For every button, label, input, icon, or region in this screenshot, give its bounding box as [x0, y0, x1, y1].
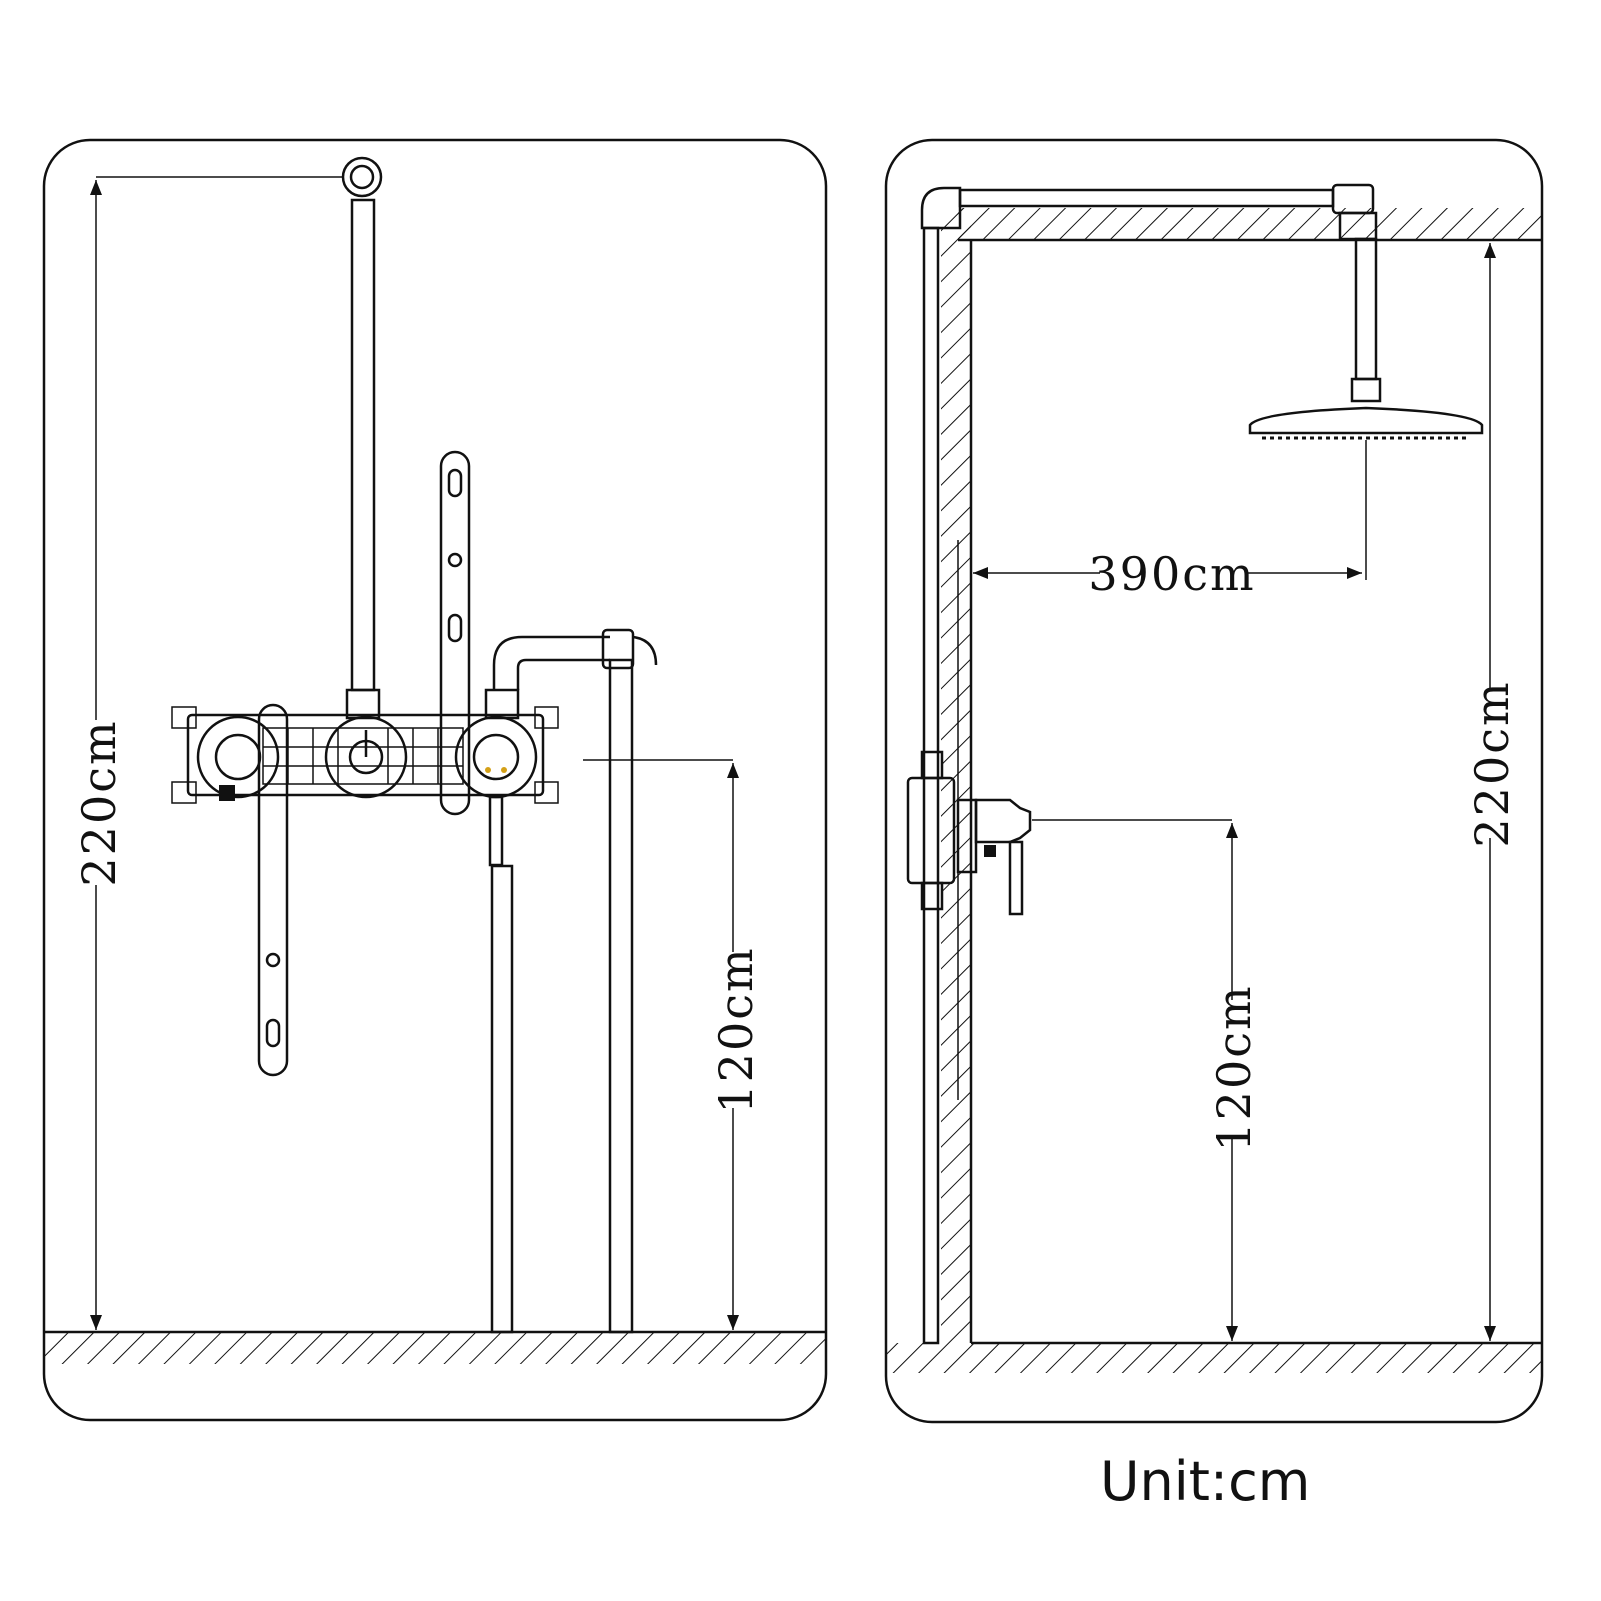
mounting-bracket-upper — [439, 450, 471, 816]
front-height-total-dimension: 220cm — [72, 176, 343, 1330]
diverter-knob-icon — [196, 715, 280, 801]
side-arm-length-label: 390cm — [1088, 547, 1255, 601]
side-view-wall — [941, 208, 973, 1343]
front-view-floor — [44, 1330, 826, 1364]
valve-lever — [488, 795, 504, 867]
side-view-ceiling — [958, 208, 1542, 242]
outlet-pipe — [484, 628, 658, 1334]
side-view-panel: 390cm 220cm 120cm — [884, 138, 1544, 1424]
front-height-valve-label: 120cm — [709, 946, 763, 1113]
wall-riser-pipe — [922, 226, 940, 1345]
ceiling-pipe — [920, 183, 1378, 241]
mounting-bracket-lower — [257, 703, 289, 1077]
front-view-panel: 220cm 120cm — [42, 138, 828, 1422]
side-height-total-dimension: 220cm — [1465, 243, 1519, 1341]
temperature-knob-icon — [324, 715, 408, 799]
side-view-frame — [884, 138, 1544, 1424]
side-height-total-label: 220cm — [1465, 680, 1519, 847]
front-height-total-label: 220cm — [72, 719, 126, 886]
side-height-valve-label: 120cm — [1207, 984, 1261, 1151]
shower-arm — [1350, 237, 1382, 403]
supply-pipe — [490, 864, 514, 1334]
riser-pipe — [345, 198, 381, 720]
concealed-valve-body — [171, 706, 559, 867]
ceiling-connector-icon — [341, 156, 383, 198]
rain-shower-head-icon — [1248, 406, 1484, 440]
side-height-valve-dimension: 120cm — [1032, 819, 1261, 1341]
front-height-valve-dimension: 120cm — [583, 759, 763, 1330]
unit-label: Unit:cm — [1100, 1450, 1311, 1513]
front-view-frame — [42, 138, 828, 1422]
side-valve-body — [906, 540, 1032, 1100]
side-view-floor — [886, 1341, 1542, 1373]
side-arm-length-dimension: 390cm — [973, 440, 1367, 601]
